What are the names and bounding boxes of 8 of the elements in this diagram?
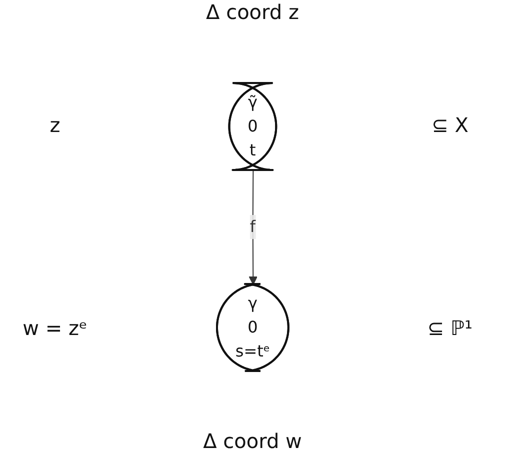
- edge-label: f: [250, 216, 256, 236]
- arrow: [248, 170, 258, 284]
- math-label: z: [50, 113, 60, 138]
- axis-caption: Δ coord z: [206, 0, 299, 24]
- axis-caption: Δ coord w: [203, 429, 302, 453]
- math-label: ⊆ ℙ¹: [427, 316, 473, 340]
- math-label: ⊆ X: [432, 113, 468, 138]
- math-label: w = zᵉ: [22, 316, 88, 340]
